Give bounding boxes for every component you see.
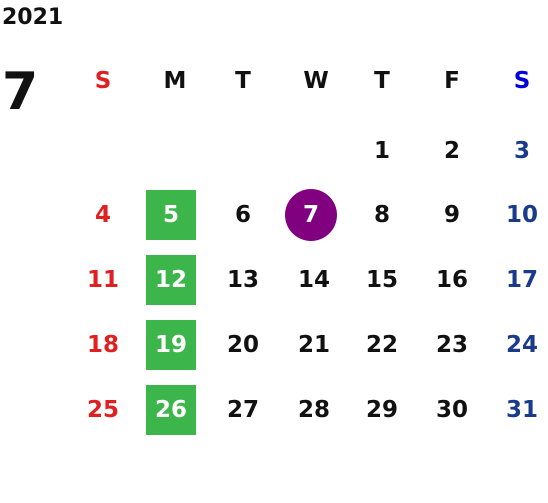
weekday-header-tue: T — [235, 68, 251, 94]
day-cell[interactable]: 6 — [234, 202, 251, 228]
day-cell[interactable]: 13 — [226, 267, 259, 293]
day-cell[interactable]: 31 — [505, 397, 538, 423]
highlighted-day-cell[interactable]: 19 — [146, 320, 196, 370]
day-cell[interactable]: 30 — [435, 397, 468, 423]
month-label: 7 — [2, 62, 39, 122]
highlighted-day-cell[interactable]: 12 — [146, 255, 196, 305]
highlighted-day-cell[interactable]: 26 — [146, 385, 196, 435]
day-cell[interactable]: 15 — [365, 267, 398, 293]
day-number: 26 — [154, 397, 187, 423]
day-cell[interactable]: 20 — [226, 332, 259, 358]
day-cell[interactable]: 29 — [365, 397, 398, 423]
day-cell[interactable]: 22 — [365, 332, 398, 358]
day-cell[interactable]: 2 — [443, 138, 460, 164]
day-cell[interactable]: 24 — [505, 332, 538, 358]
day-cell[interactable]: 1 — [373, 138, 390, 164]
weekday-header-wed: W — [303, 68, 329, 94]
day-cell[interactable]: 16 — [435, 267, 468, 293]
day-cell[interactable]: 11 — [86, 267, 119, 293]
weekday-header-fri: F — [444, 68, 460, 94]
day-number: 19 — [154, 332, 187, 358]
day-cell[interactable]: 10 — [505, 202, 538, 228]
day-cell[interactable]: 3 — [513, 138, 530, 164]
day-cell[interactable]: 27 — [226, 397, 259, 423]
weekday-header-mon: M — [163, 68, 187, 94]
day-cell[interactable]: 14 — [297, 267, 330, 293]
today-day-cell[interactable]: 7 — [285, 189, 337, 241]
weekday-header-sun: S — [94, 68, 112, 94]
day-cell[interactable]: 8 — [373, 202, 390, 228]
day-number: 12 — [154, 267, 187, 293]
day-cell[interactable]: 28 — [297, 397, 330, 423]
day-cell[interactable]: 21 — [297, 332, 330, 358]
day-cell[interactable]: 23 — [435, 332, 468, 358]
day-cell[interactable]: 25 — [86, 397, 119, 423]
day-cell[interactable]: 4 — [94, 202, 111, 228]
weekday-header-sat: S — [513, 68, 531, 94]
day-number: 5 — [162, 202, 179, 228]
day-cell[interactable]: 18 — [86, 332, 119, 358]
day-cell[interactable]: 9 — [443, 202, 460, 228]
day-cell[interactable]: 17 — [505, 267, 538, 293]
year-label: 2021 — [2, 5, 64, 30]
weekday-header-thu: T — [374, 68, 390, 94]
highlighted-day-cell[interactable]: 5 — [146, 190, 196, 240]
